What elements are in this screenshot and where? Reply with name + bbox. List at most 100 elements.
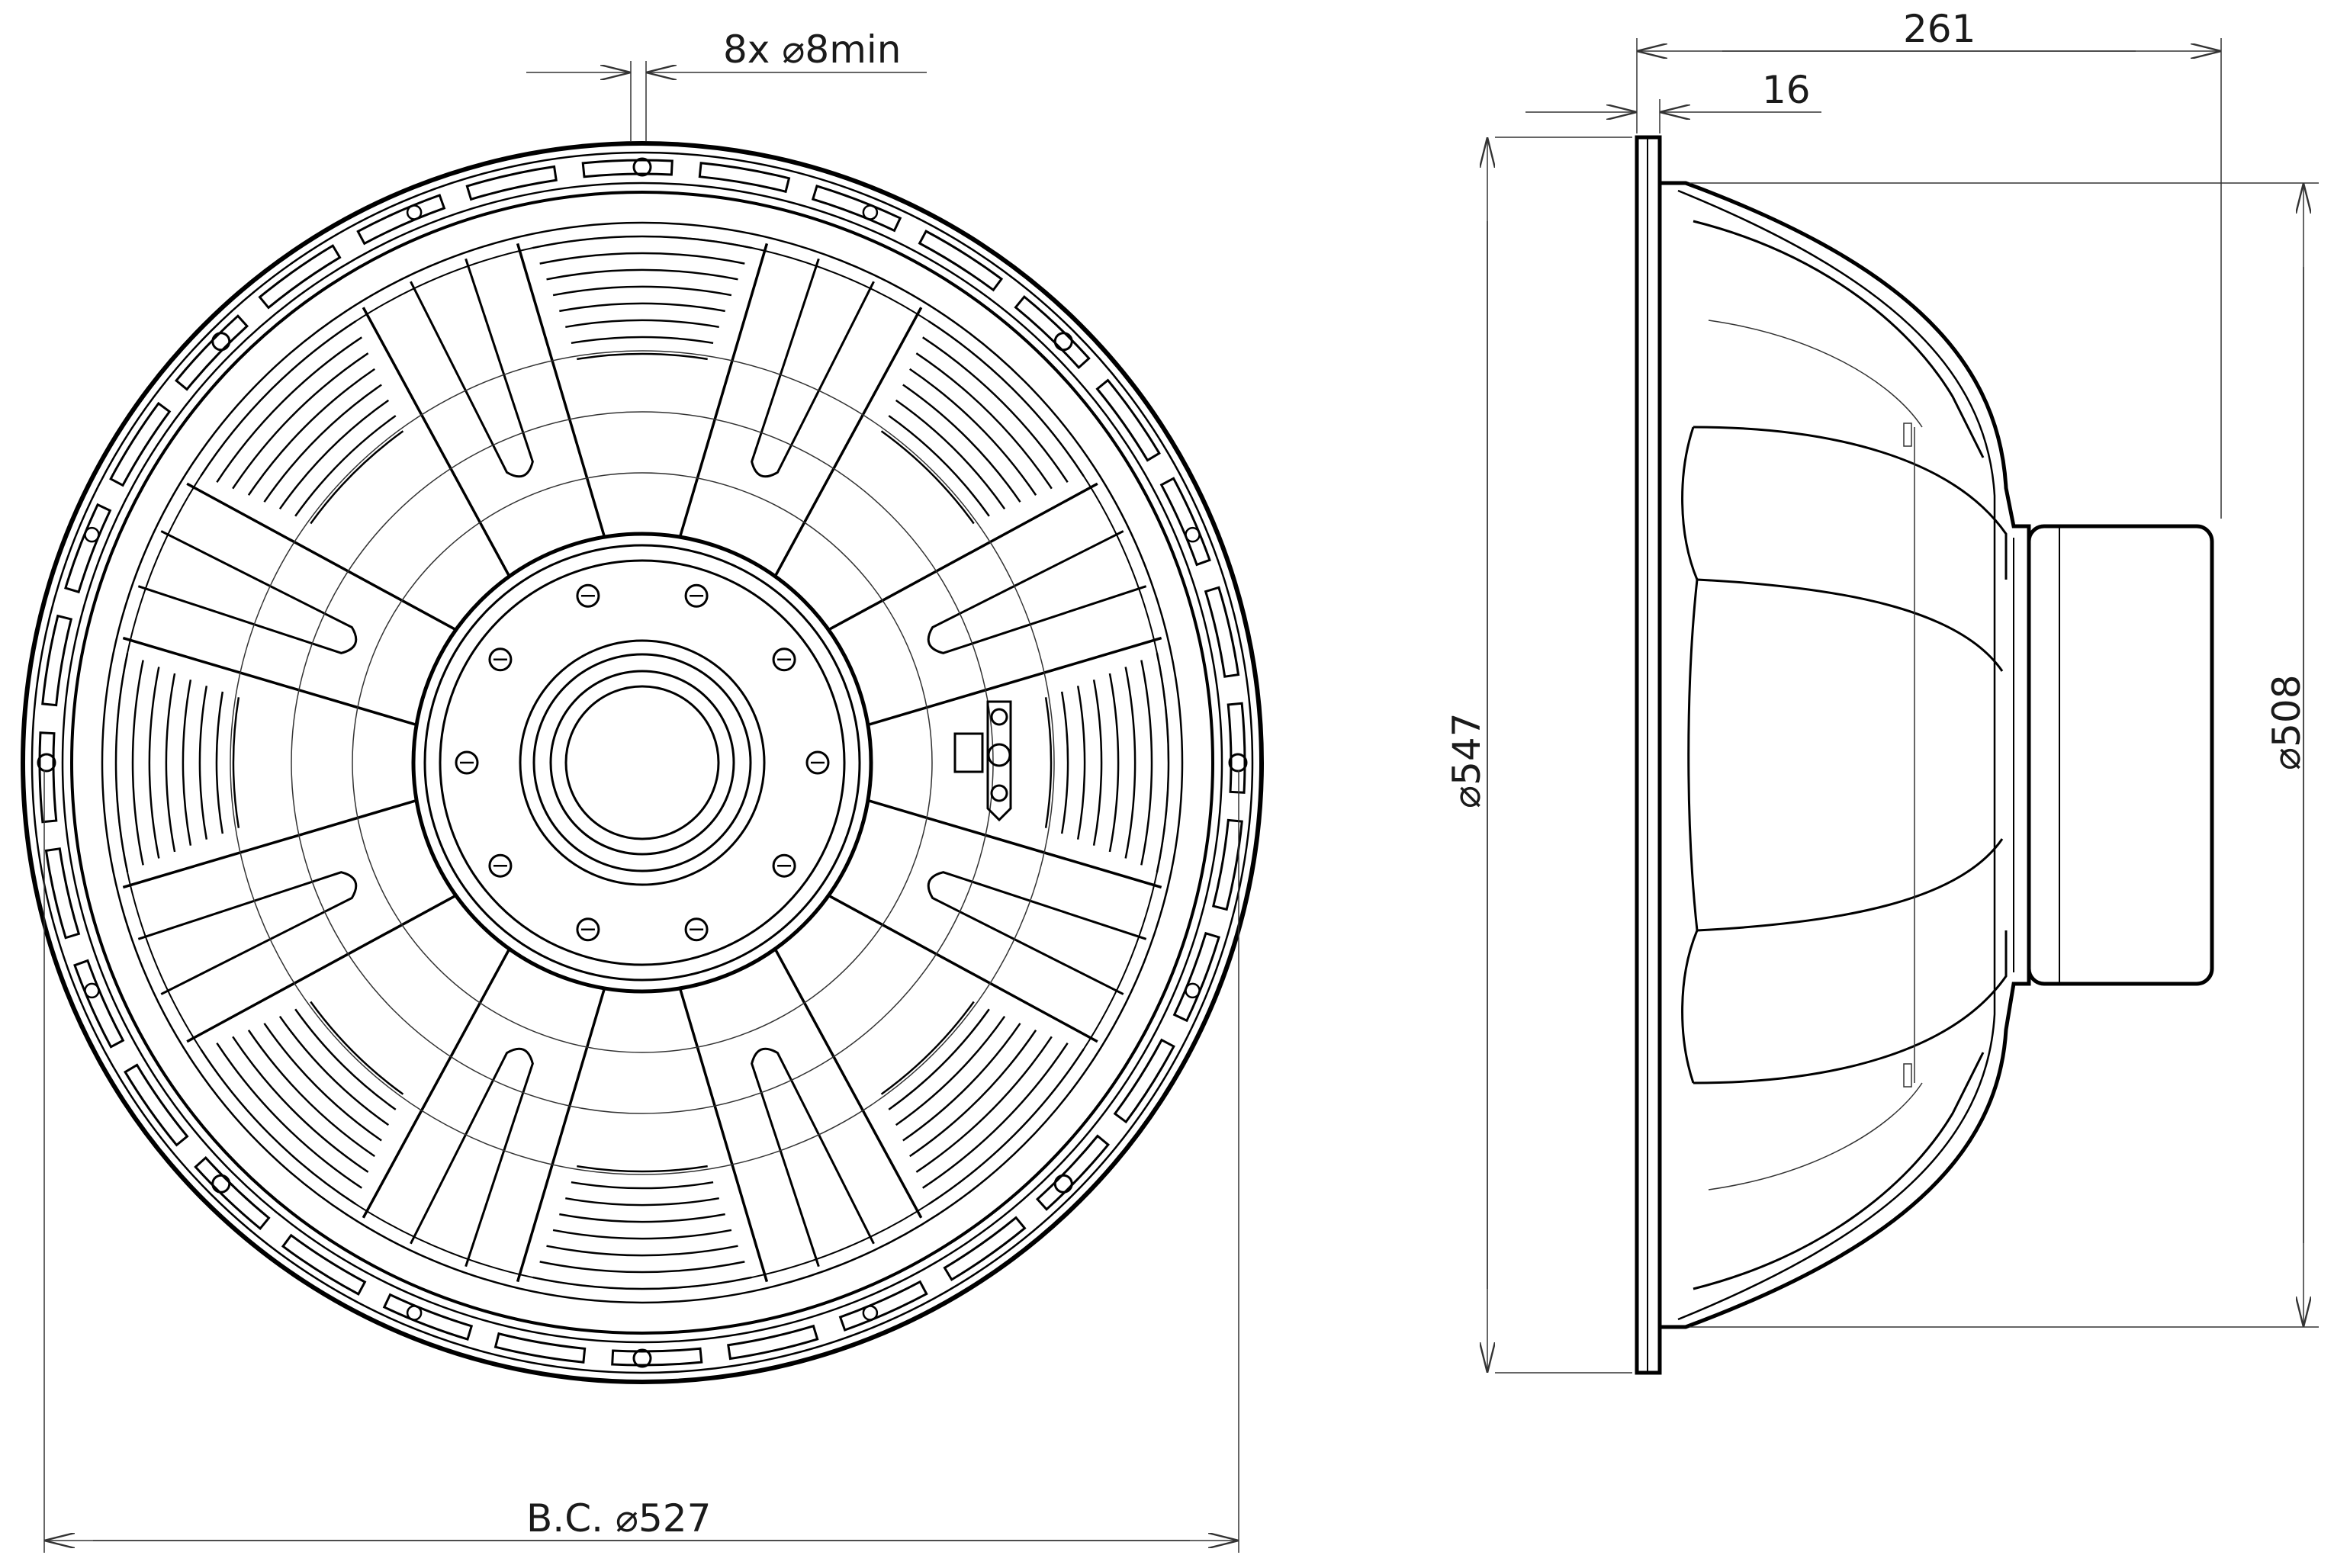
mounting-hole [1185,982,1201,999]
rib [559,302,725,313]
mounting-hole [632,157,652,177]
spoke-edge [362,307,511,577]
rib [1124,667,1136,859]
rib [216,336,362,483]
rim-slot [258,244,342,310]
spoke-edge [678,988,769,1283]
mounting-hole [406,204,423,220]
rib [909,1030,1037,1158]
rim-slot [1204,586,1240,678]
rib [215,691,224,834]
spoke-inner [927,871,1147,995]
dimension-lines [43,38,2319,1553]
rim-slots [38,159,1246,1367]
mounting-hole [211,332,231,352]
rim-slot [109,401,172,487]
rim-slot [44,847,81,940]
mounting-hole [1053,1174,1073,1194]
rib [1108,673,1120,853]
basket-windows [1681,220,2008,1290]
spoke-inner [410,258,534,478]
basket-outline [1657,181,2031,1329]
rib [895,1015,1006,1126]
rib [532,1276,752,1290]
rib [247,368,375,496]
rib [565,1197,719,1207]
spoke-edge [828,482,1098,631]
spoke-inner [137,871,358,995]
rib [1060,691,1069,834]
spoke-edge [828,894,1098,1043]
rib [278,399,390,510]
spoke-edge [186,482,457,631]
magnet [2027,524,2214,986]
center-bolt [455,750,479,775]
center-bolt [684,583,709,608]
rib [148,667,160,859]
rib [888,415,990,517]
rib [902,1023,1021,1142]
rib [880,1001,975,1095]
rib [546,1245,738,1257]
rim-ring [31,151,1254,1374]
rim-slot [698,162,791,194]
basket-rim [21,141,1264,1384]
rim-ring [101,221,1184,1304]
center-ring [549,670,735,856]
spoke-edge [362,948,511,1219]
spoke-edge [516,988,606,1283]
rim-slot [38,731,58,824]
rib [552,1229,732,1240]
mounting-hole [862,204,879,220]
rib [263,384,382,503]
basket-ribs [114,235,1170,1290]
rim-slot [356,194,446,246]
rib [571,336,714,345]
center-bolt [772,647,796,672]
rib [902,384,1021,503]
spoke-edge [122,636,417,727]
rim-slot [174,314,249,391]
spoke-edge [186,894,457,1043]
rim-slot [811,185,902,233]
center-bolt [805,750,830,775]
rim-slot [1035,1134,1111,1211]
mounting-hole [211,1174,231,1194]
rib [928,320,1085,477]
outer-diameter-dimension: ⌀547 [1445,712,1489,808]
rib [232,1036,369,1173]
rib [880,430,975,525]
mounting-hole [1228,753,1248,773]
rim-slot [1113,1038,1175,1124]
rib [571,1181,714,1190]
rib [1156,653,1170,872]
rib [1076,686,1086,840]
rib [131,660,144,866]
terminal-block [953,700,1012,822]
rim-slot [918,230,1004,292]
rim-slot [382,1293,474,1341]
rib [922,1043,1069,1189]
rib [182,680,192,846]
rib [539,252,745,265]
rib [539,1261,745,1274]
rib [552,285,732,297]
rim-slot [943,1216,1027,1281]
rib [577,352,708,361]
rim-ring [61,182,1223,1344]
rim-slot [581,159,674,178]
rim-slot [611,1347,703,1367]
front-view [21,141,1264,1384]
spoke-inner [927,530,1147,654]
center-bolt [488,853,513,878]
rim-slot [1095,378,1161,462]
center-bolt [684,917,709,942]
holes-dimension: 8x ⌀8min [723,27,902,72]
center-ring [439,559,846,966]
spoke-edge [516,243,606,538]
rib [532,235,752,249]
rib [278,1015,390,1126]
spoke-edge [773,307,923,577]
center-bolt [576,917,600,942]
center-ring [532,653,752,872]
